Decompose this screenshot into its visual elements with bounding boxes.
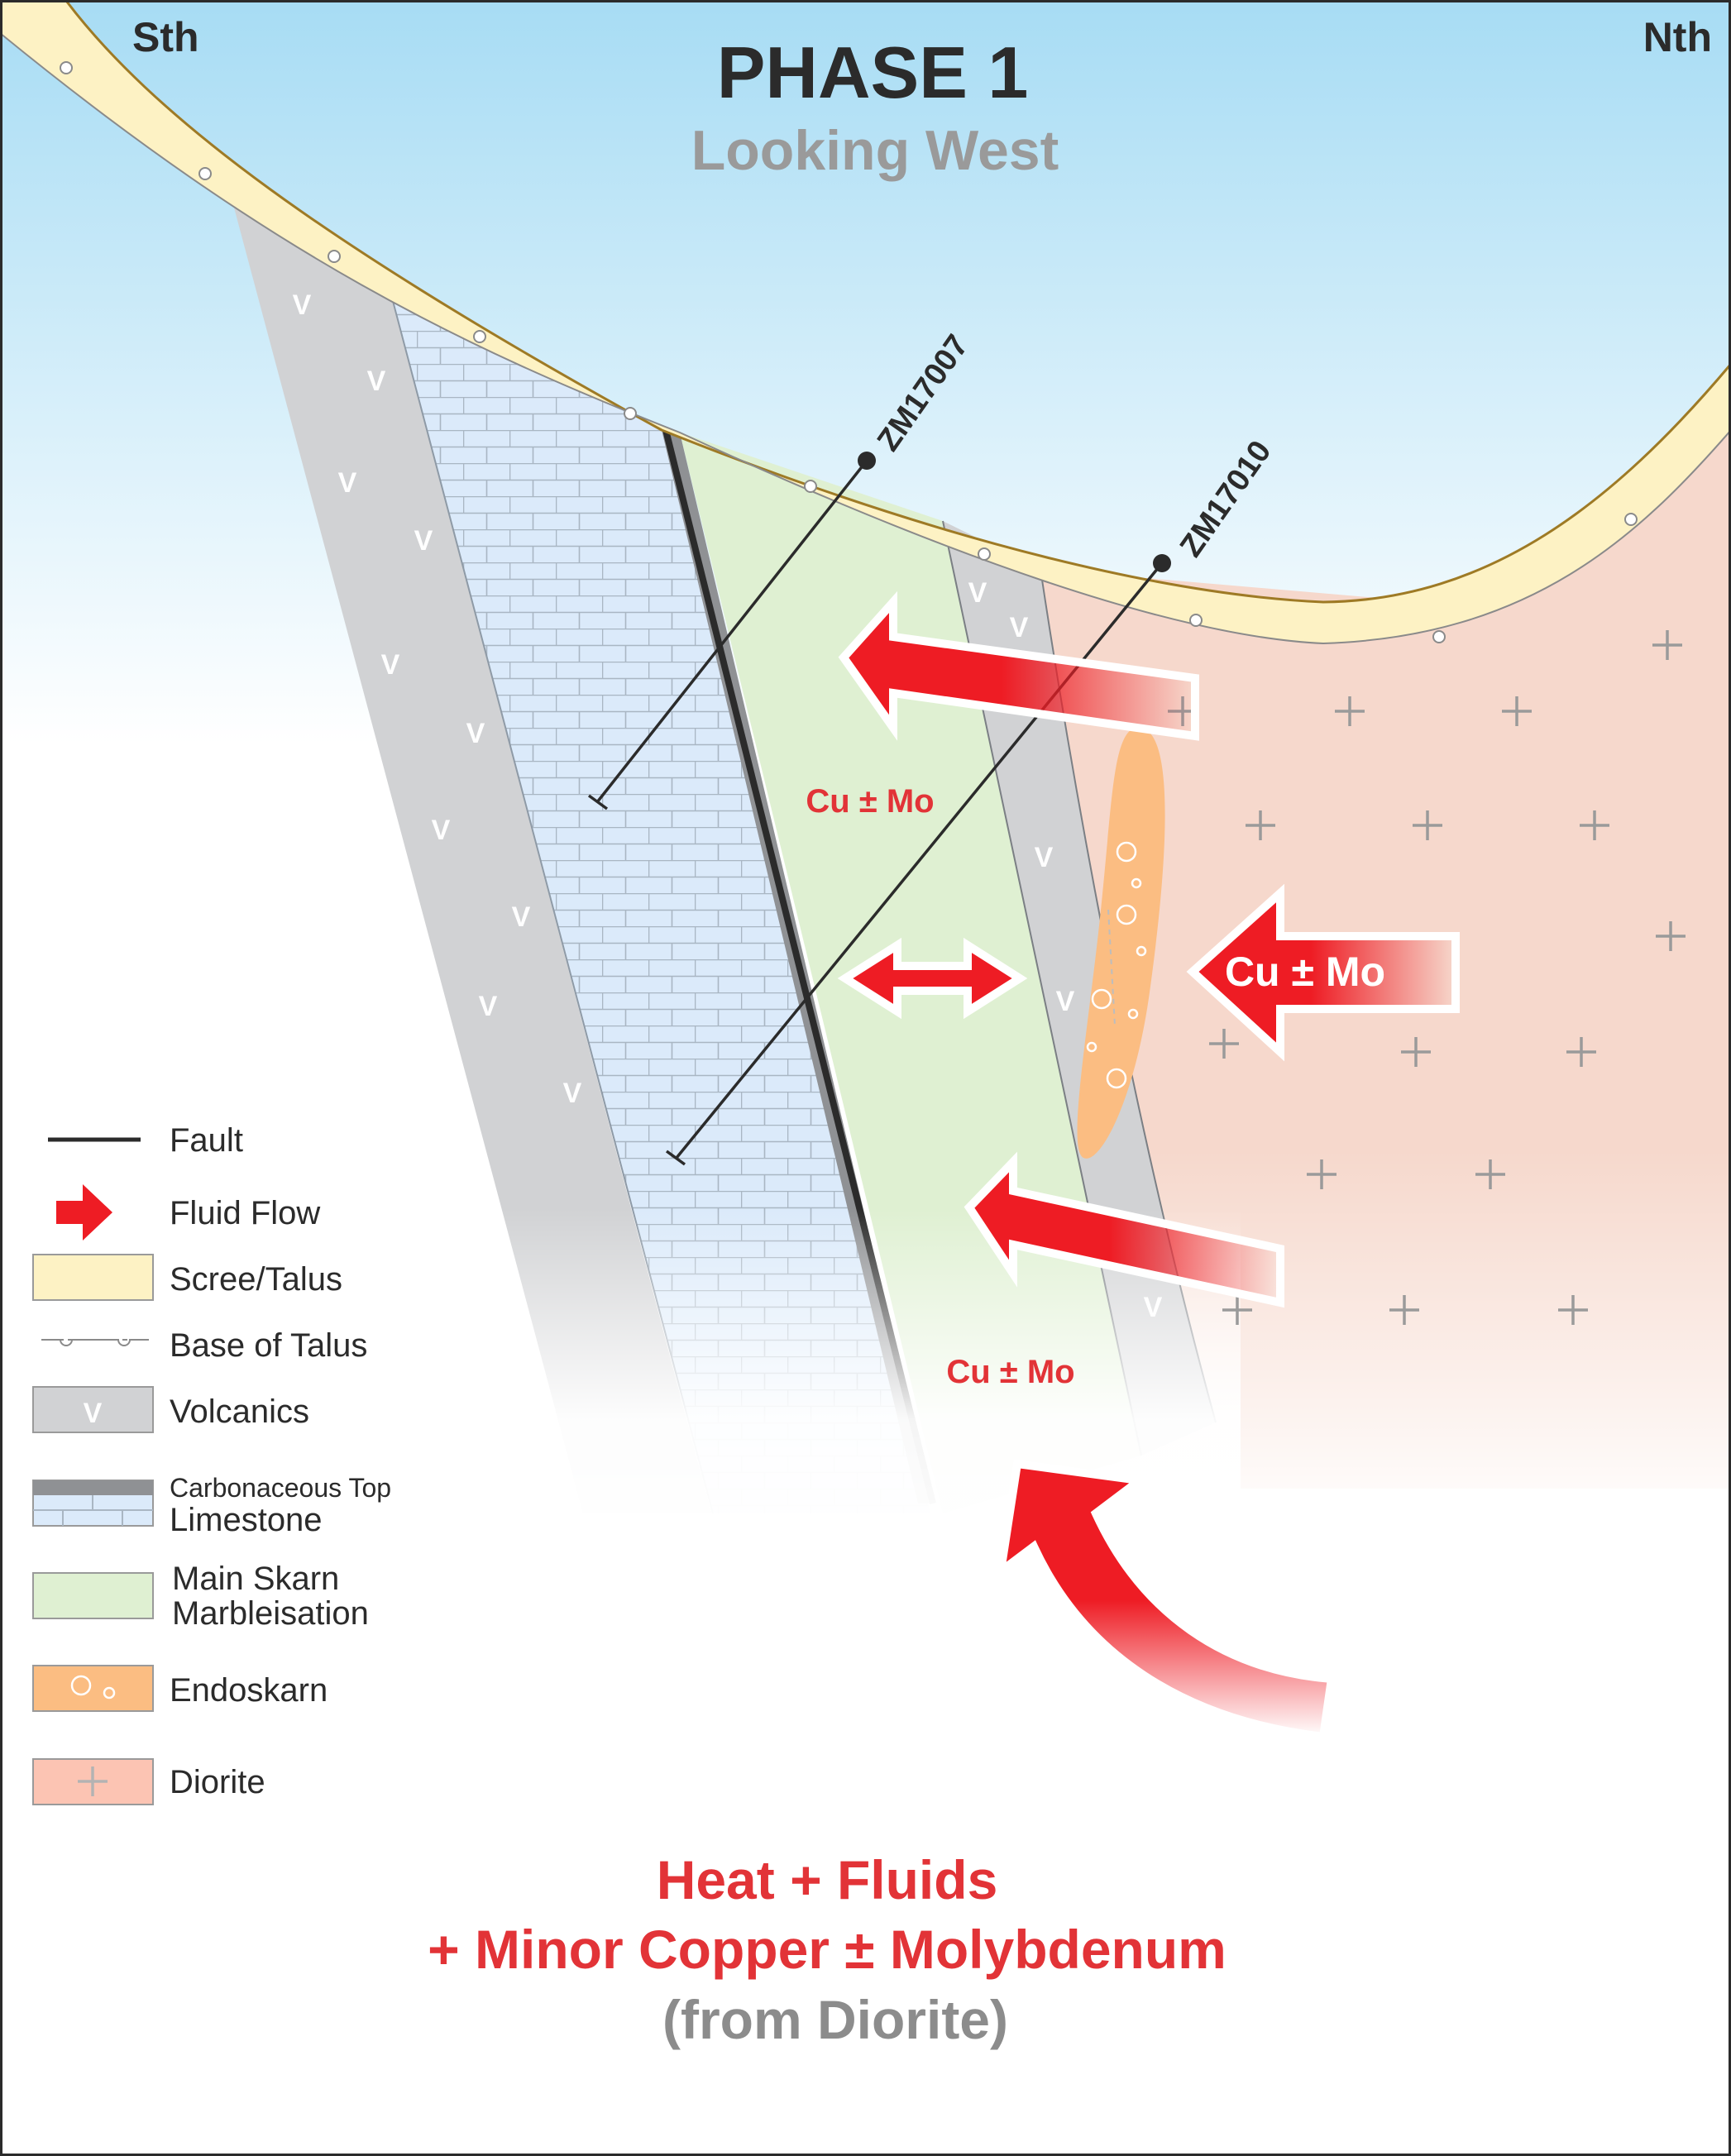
volcanic-v-symbol: V xyxy=(432,815,451,846)
volcanic-v-symbol: V xyxy=(1010,612,1029,643)
volcanic-v-symbol: V xyxy=(968,577,987,609)
base-of-talus-ticks xyxy=(60,61,1638,643)
legend-volcanics-symbol: V xyxy=(84,1398,103,1429)
legend-volcanics-label: Volcanics xyxy=(170,1394,309,1430)
volcanic-v-symbol: V xyxy=(512,901,531,933)
volcanic-v-symbol: V xyxy=(293,289,312,321)
caption-line-2: + Minor Copper ± Molybdenum xyxy=(428,1919,1227,1980)
fluid-flow-arrow-double xyxy=(837,937,1028,1020)
ground-surface-line xyxy=(65,2,1729,604)
legend-endoskarn-label: Endoskarn xyxy=(170,1672,328,1709)
south-label: Sth xyxy=(132,14,199,60)
legend-fault-label: Fault xyxy=(170,1122,243,1159)
diorite-symbols xyxy=(1168,630,1686,1325)
legend-diorite-label: Diorite xyxy=(170,1764,265,1800)
legend-skarn-label: Main Skarn xyxy=(172,1561,339,1597)
fluid-flow-arrow-diorite: Cu ± Mo xyxy=(1186,883,1460,1062)
legend-diorite: Diorite xyxy=(32,1758,265,1805)
base-of-talus-line xyxy=(2,33,1729,645)
fluid-flow-arrow-heat xyxy=(995,1459,1337,1742)
caption-line-1: Heat + Fluids xyxy=(657,1849,998,1910)
volcanic-v-symbol: V xyxy=(367,366,386,397)
legend-marbleisation-label: Marbleisation xyxy=(172,1595,369,1632)
volcanic-v-symbol: V xyxy=(1056,986,1075,1017)
caption-line-3: (from Diorite) xyxy=(662,1989,1008,2050)
fluid-flow-arrow-upper xyxy=(838,590,1199,741)
volcanic-v-symbol: V xyxy=(1144,1292,1163,1323)
legend-carbonaceous-label: Carbonaceous Top xyxy=(170,1473,391,1503)
legend-main-skarn: Main Skarn Marbleisation xyxy=(32,1561,369,1632)
fluid-flow-arrow-lower xyxy=(964,1151,1284,1308)
volcanic-v-symbol: V xyxy=(414,525,433,557)
volcanic-symbols: V V V V V V V V V V V V V V V xyxy=(293,289,1163,1323)
north-label: Nth xyxy=(1643,14,1712,60)
cu-mo-arrow-label: Cu ± Mo xyxy=(1225,949,1385,995)
legend-fault: Fault xyxy=(48,1122,243,1159)
volcanic-v-symbol: V xyxy=(466,718,485,749)
legend-fluid-flow-label: Fluid Flow xyxy=(170,1195,320,1231)
volcanic-v-symbol: V xyxy=(381,649,400,681)
volcanic-v-symbol: V xyxy=(479,991,498,1022)
legend-base-talus: Base of Talus xyxy=(41,1327,367,1364)
legend-limestone-label: Limestone xyxy=(170,1502,323,1538)
volcanic-v-symbol: V xyxy=(338,467,357,499)
scree-talus-layer xyxy=(2,2,1729,643)
legend-scree: Scree/Talus xyxy=(32,1254,342,1301)
page-subtitle: Looking West xyxy=(691,119,1059,182)
volcanic-v-symbol: V xyxy=(1035,842,1054,873)
endoskarn-body xyxy=(1077,727,1165,1159)
legend-volcanics: V Volcanics xyxy=(32,1386,309,1433)
legend-endoskarn: Endoskarn xyxy=(32,1665,328,1712)
cu-mo-label-upper: Cu ± Mo xyxy=(806,783,934,820)
cu-mo-label-lower: Cu ± Mo xyxy=(946,1354,1074,1390)
legend-fluid-flow: Fluid Flow xyxy=(56,1184,320,1241)
legend-scree-label: Scree/Talus xyxy=(170,1261,342,1298)
caption: Heat + Fluids + Minor Copper ± Molybdenu… xyxy=(428,1849,1227,2050)
legend-limestone: Carbonaceous Top Limestone xyxy=(32,1473,391,1538)
page-title: PHASE 1 xyxy=(717,31,1029,113)
volcanic-v-symbol: V xyxy=(563,1078,582,1109)
legend-base-talus-label: Base of Talus xyxy=(170,1327,367,1364)
legend: Fault Fluid Flow Scree/Talus Base of Tal… xyxy=(32,1122,391,1805)
